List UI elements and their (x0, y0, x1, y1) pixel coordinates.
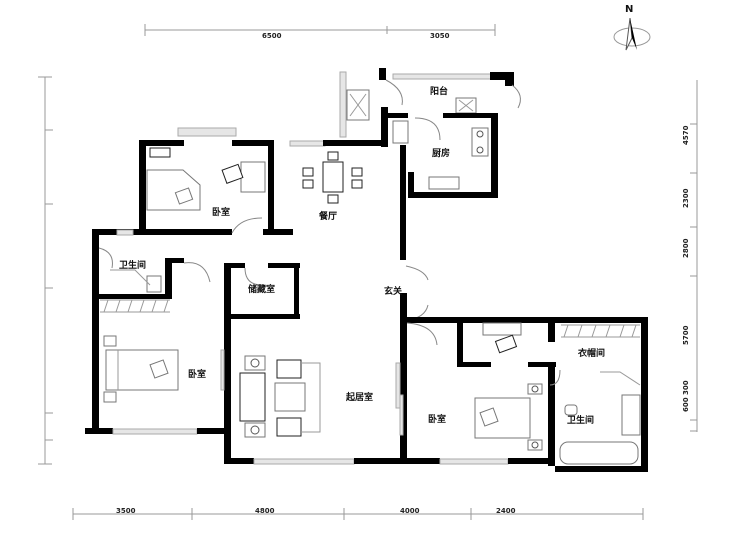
room-label-bathroom-master: 卫生间 (567, 414, 594, 426)
room-label-balcony: 阳台 (430, 85, 448, 97)
dim-bottom-3: 4000 (400, 507, 420, 515)
north-walls (92, 127, 406, 260)
dim-bottom-4: 2400 (496, 507, 516, 515)
dim-right-1: 4570 (682, 125, 690, 145)
balcony (339, 68, 521, 138)
right-dimension: 4570 2300 2800 5700 600 300 (682, 80, 698, 432)
dim-top-2: 3050 (430, 32, 450, 40)
room-label-storage: 储藏室 (248, 283, 275, 295)
top-dimension: 6500 3050 (144, 24, 496, 40)
west-bedroom (85, 335, 225, 435)
bottom-dimension: 3500 4800 4000 2400 (72, 507, 644, 520)
north-compass-icon: N (613, 4, 651, 51)
dim-right-3: 2800 (682, 238, 690, 258)
room-label-bedroom-north: 卧室 (212, 206, 230, 218)
room-label-foyer: 玄关 (384, 285, 402, 297)
storage-room (224, 263, 300, 463)
dim-top-1: 6500 (262, 32, 282, 40)
dining-table (302, 151, 363, 204)
left-dimension (38, 76, 53, 465)
west-bathroom (92, 229, 211, 434)
room-label-bedroom-west: 卧室 (188, 368, 206, 380)
room-label-closet: 衣帽间 (578, 347, 605, 359)
room-label-dining: 餐厅 (318, 210, 337, 222)
room-label-living: 起居室 (345, 391, 373, 403)
dim-bottom-1: 3500 (116, 507, 136, 515)
room-label-bedroom-master: 卧室 (428, 413, 446, 425)
master-suite (399, 317, 648, 472)
dim-right-4: 5700 (682, 325, 690, 345)
compass-label: N (625, 4, 633, 15)
living-room (224, 293, 407, 465)
north-bedroom-furniture (146, 147, 266, 211)
dim-bottom-2: 4800 (255, 507, 275, 515)
dim-right-5: 600 300 (682, 380, 690, 412)
dim-right-2: 2300 (682, 188, 690, 208)
kitchen (381, 107, 498, 198)
foyer (405, 265, 429, 321)
room-label-kitchen: 厨房 (432, 147, 450, 159)
room-label-bathroom-west: 卫生间 (119, 259, 146, 271)
